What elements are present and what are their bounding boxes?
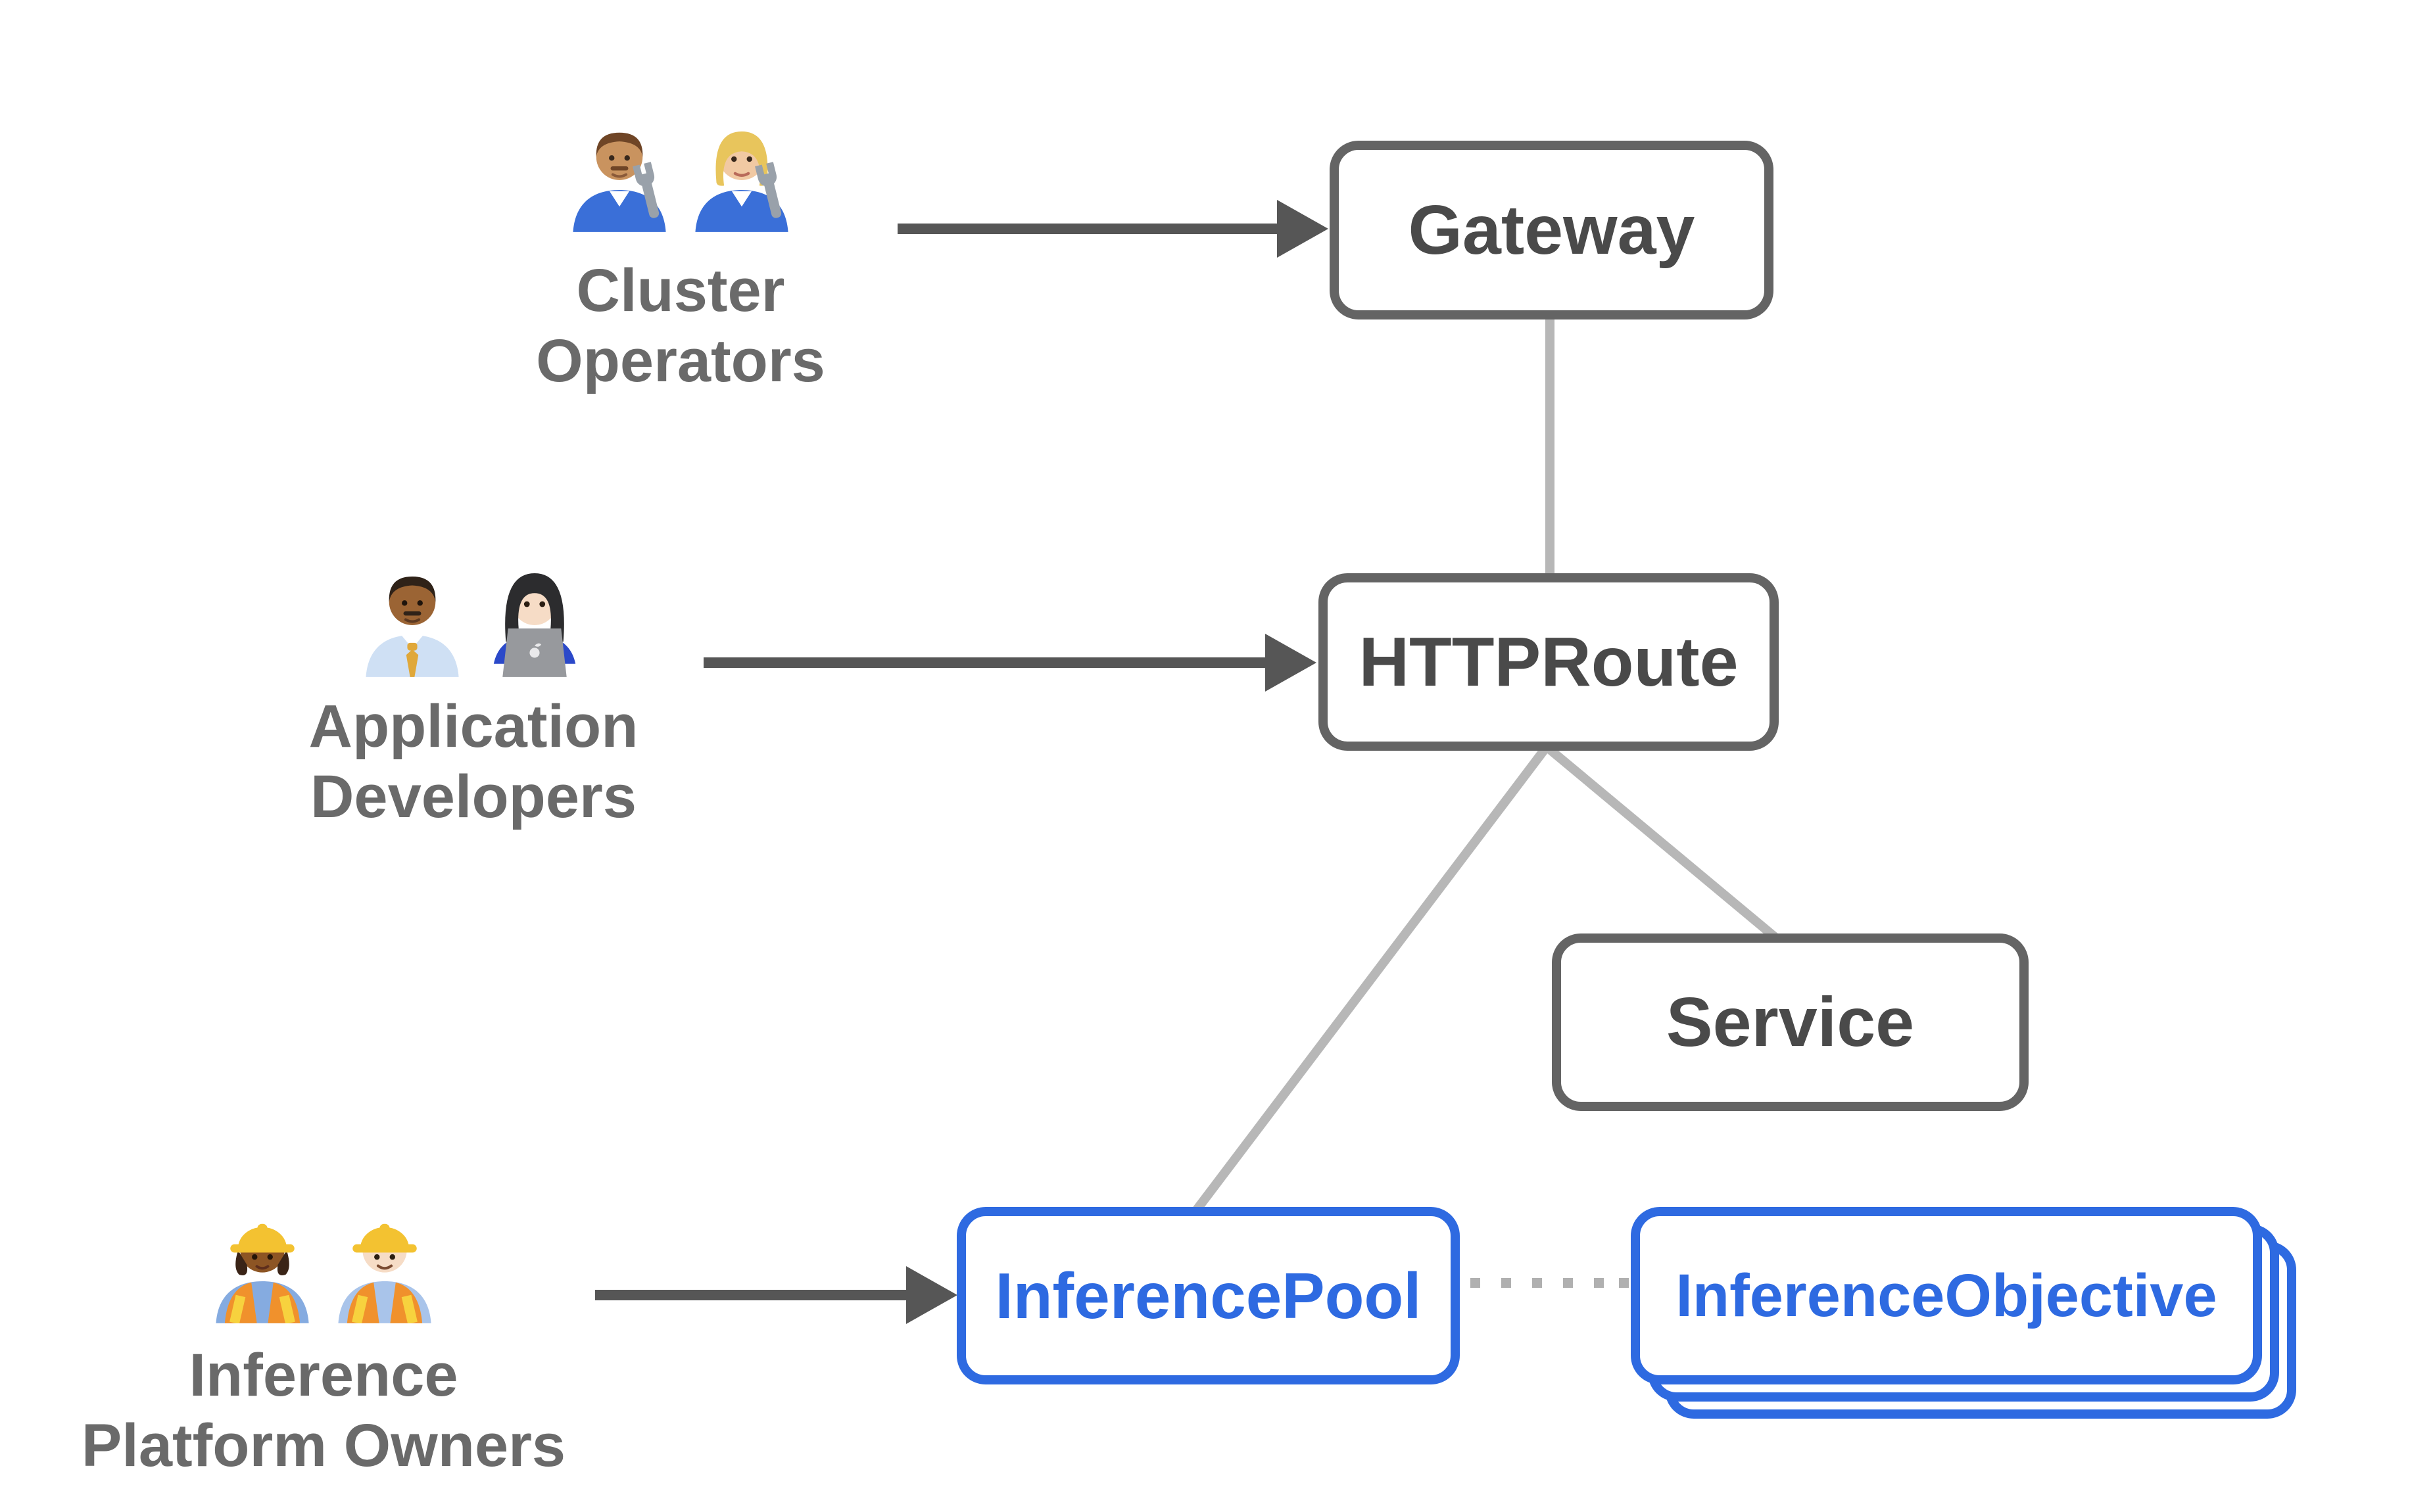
woman-mechanic-icon <box>695 131 788 232</box>
application-developers-label-line1: Application <box>308 693 638 760</box>
arrow-application-developers-httproute <box>704 634 1316 692</box>
node-gateway-label: Gateway <box>1408 191 1695 269</box>
inference-platform-owners-label-line1: Inference <box>189 1342 458 1409</box>
arrow-inference-platform-owners-inferencepool <box>595 1266 957 1324</box>
node-gateway: Gateway <box>1330 141 1773 319</box>
node-inferenceobjective-label: InferenceObjective <box>1675 1262 2217 1329</box>
cluster-operators-label-line1: Cluster <box>576 257 785 324</box>
cluster-operators-label-line2: Operators <box>536 327 825 394</box>
application-developers-label-line2: Developers <box>310 763 637 830</box>
woman-technologist-icon <box>493 573 576 677</box>
node-inferencepool: InferencePool <box>957 1207 1460 1384</box>
edge-httproute-inferencepool <box>1193 744 1551 1213</box>
inference-platform-owners-icons <box>207 1202 440 1323</box>
node-httproute: HTTPRoute <box>1318 573 1779 751</box>
man-office-worker-icon <box>366 577 459 677</box>
actor-application-developers: Application Developers <box>230 555 717 832</box>
node-service-label: Service <box>1666 983 1915 1061</box>
man-mechanic-icon <box>573 132 666 232</box>
actor-cluster-operators: Cluster Operators <box>437 110 924 396</box>
cluster-operators-icons <box>564 110 797 232</box>
node-inferencepool-label: InferencePool <box>995 1259 1422 1332</box>
edge-httproute-service <box>1543 743 1779 941</box>
actor-inference-platform-owners: Inference Platform Owners <box>74 1202 573 1481</box>
arrow-cluster-operators-gateway <box>898 200 1328 258</box>
edge-inferencepool-inferenceobjective-dotted <box>1470 1278 1629 1288</box>
node-inferenceobjective: InferenceObjective <box>1631 1207 2262 1384</box>
man-construction-worker-icon <box>338 1223 431 1323</box>
woman-construction-worker-icon <box>216 1223 309 1323</box>
application-developers-icons <box>357 555 590 677</box>
node-service: Service <box>1552 933 2029 1111</box>
inference-platform-owners-label-line2: Platform Owners <box>81 1412 566 1479</box>
node-httproute-label: HTTPRoute <box>1359 623 1739 701</box>
